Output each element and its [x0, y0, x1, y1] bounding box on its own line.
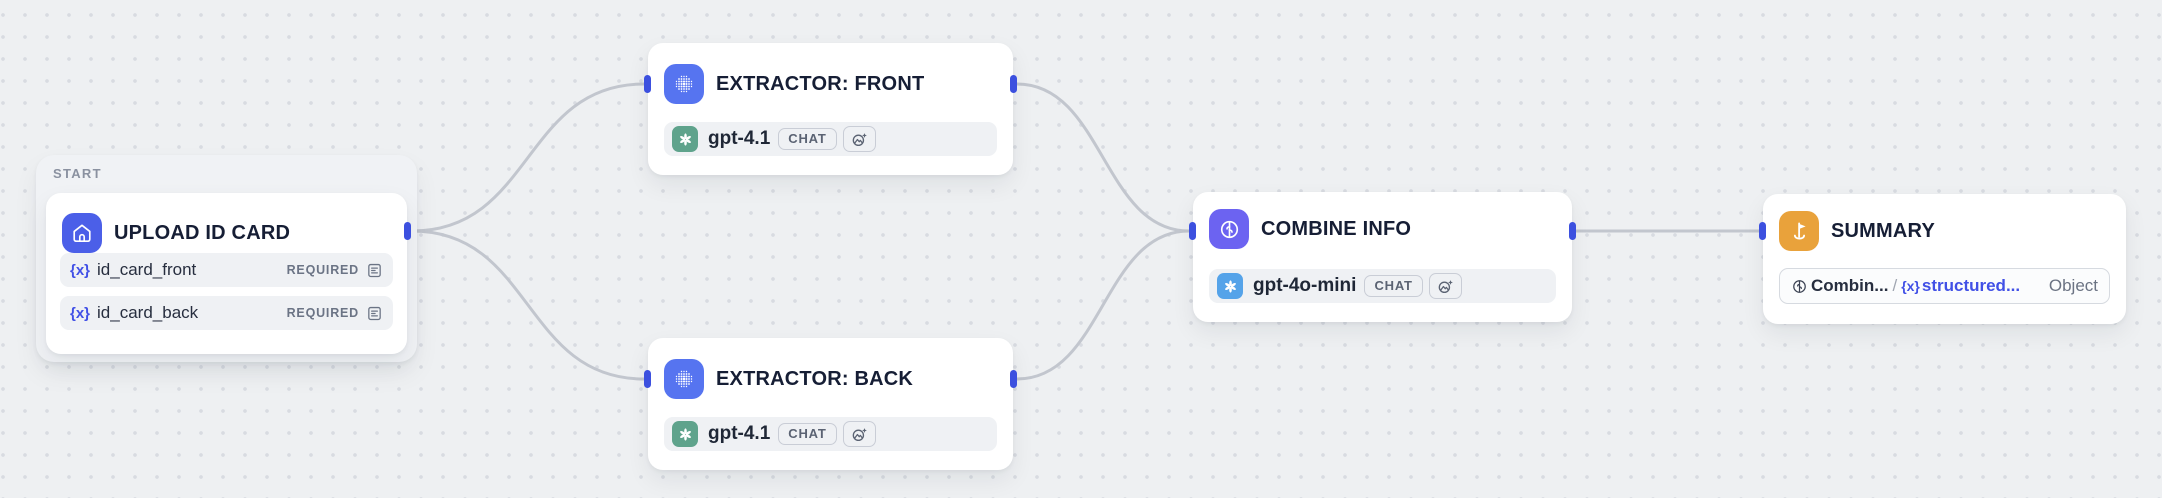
target-handle[interactable] [644, 75, 651, 93]
required-badge: REQUIRED [286, 263, 359, 277]
model-selector[interactable]: gpt-4o-mini CHAT [1209, 269, 1556, 303]
openai-icon [672, 126, 698, 152]
home-icon [62, 213, 102, 253]
openai-icon [672, 421, 698, 447]
summary-node[interactable]: SUMMARY Combin... / {x} structured... Ob… [1759, 194, 2126, 324]
node-header: SUMMARY [1763, 211, 2126, 251]
braces-variable-icon: {x} [70, 304, 91, 322]
chat-mode-badge: CHAT [1364, 275, 1423, 297]
input-field-id-card-back[interactable]: {x} id_card_back REQUIRED [60, 296, 393, 330]
reference-type: Object [2048, 276, 2098, 295]
model-selector[interactable]: gpt-4.1 CHAT [664, 122, 997, 156]
input-field-id-card-front[interactable]: {x} id_card_front REQUIRED [60, 253, 393, 287]
field-name: id_card_front [97, 260, 197, 279]
vision-capability-icon [842, 126, 876, 152]
model-name: gpt-4.1 [708, 423, 771, 444]
brain-icon [1209, 209, 1249, 249]
edge-front-to-combine[interactable] [1015, 82, 1191, 233]
target-handle[interactable] [644, 370, 651, 388]
upload-id-card-node[interactable]: UPLOAD ID CARD {x} id_card_front REQUIRE… [46, 193, 411, 354]
reference-separator: / [1892, 276, 1898, 295]
source-handle[interactable] [1010, 370, 1017, 388]
source-handle[interactable] [1569, 222, 1576, 240]
field-name: id_card_back [97, 303, 199, 322]
vision-capability-icon [1428, 273, 1462, 299]
target-handle[interactable] [1189, 222, 1196, 240]
halftone-grid-icon [664, 64, 704, 104]
reference-variable: structured... [1921, 276, 2021, 295]
extractor-front-node[interactable]: EXTRACTOR: FRONT gpt-4.1 CHAT [644, 43, 1017, 175]
edge-start-to-back[interactable] [410, 229, 646, 381]
target-handle[interactable] [1759, 222, 1766, 240]
node-header: EXTRACTOR: BACK [648, 359, 1013, 399]
model-name: gpt-4.1 [708, 128, 771, 149]
node-title: COMBINE INFO [1261, 217, 1412, 240]
combine-info-node[interactable]: COMBINE INFO gpt-4o-mini CHAT [1189, 192, 1576, 322]
halftone-grid-icon [664, 359, 704, 399]
output-reference-badge[interactable]: Combin... / {x} structured... Object [1779, 268, 2110, 304]
node-title: EXTRACTOR: FRONT [716, 72, 925, 95]
goal-flag-icon [1779, 211, 1819, 251]
brain-icon [1791, 278, 1808, 295]
node-header: EXTRACTOR: FRONT [648, 64, 1013, 104]
source-handle[interactable] [404, 222, 411, 240]
reference-source-node: Combin... [1811, 276, 1889, 295]
braces-variable-icon: {x} [1901, 278, 1920, 294]
node-title: UPLOAD ID CARD [114, 221, 291, 244]
start-group-node[interactable]: START UPLOAD ID CARD {x} id_card_front R… [36, 155, 417, 362]
edge-start-to-front[interactable] [410, 82, 646, 233]
form-lines-icon [366, 305, 383, 322]
chat-mode-badge: CHAT [778, 128, 837, 150]
required-badge: REQUIRED [286, 306, 359, 320]
form-lines-icon [366, 262, 383, 279]
node-header: UPLOAD ID CARD [46, 213, 407, 253]
braces-variable-icon: {x} [70, 261, 91, 279]
source-handle[interactable] [1010, 75, 1017, 93]
start-group-label: START [53, 166, 102, 181]
model-selector[interactable]: gpt-4.1 CHAT [664, 417, 997, 451]
chat-mode-badge: CHAT [778, 423, 837, 445]
node-header: COMBINE INFO [1193, 209, 1572, 249]
vision-capability-icon [842, 421, 876, 447]
edge-back-to-combine[interactable] [1015, 229, 1191, 381]
node-title: EXTRACTOR: BACK [716, 367, 914, 390]
node-title: SUMMARY [1831, 219, 1935, 242]
openai-icon [1217, 273, 1243, 299]
model-name: gpt-4o-mini [1253, 275, 1357, 296]
extractor-back-node[interactable]: EXTRACTOR: BACK gpt-4.1 CHAT [644, 338, 1017, 470]
